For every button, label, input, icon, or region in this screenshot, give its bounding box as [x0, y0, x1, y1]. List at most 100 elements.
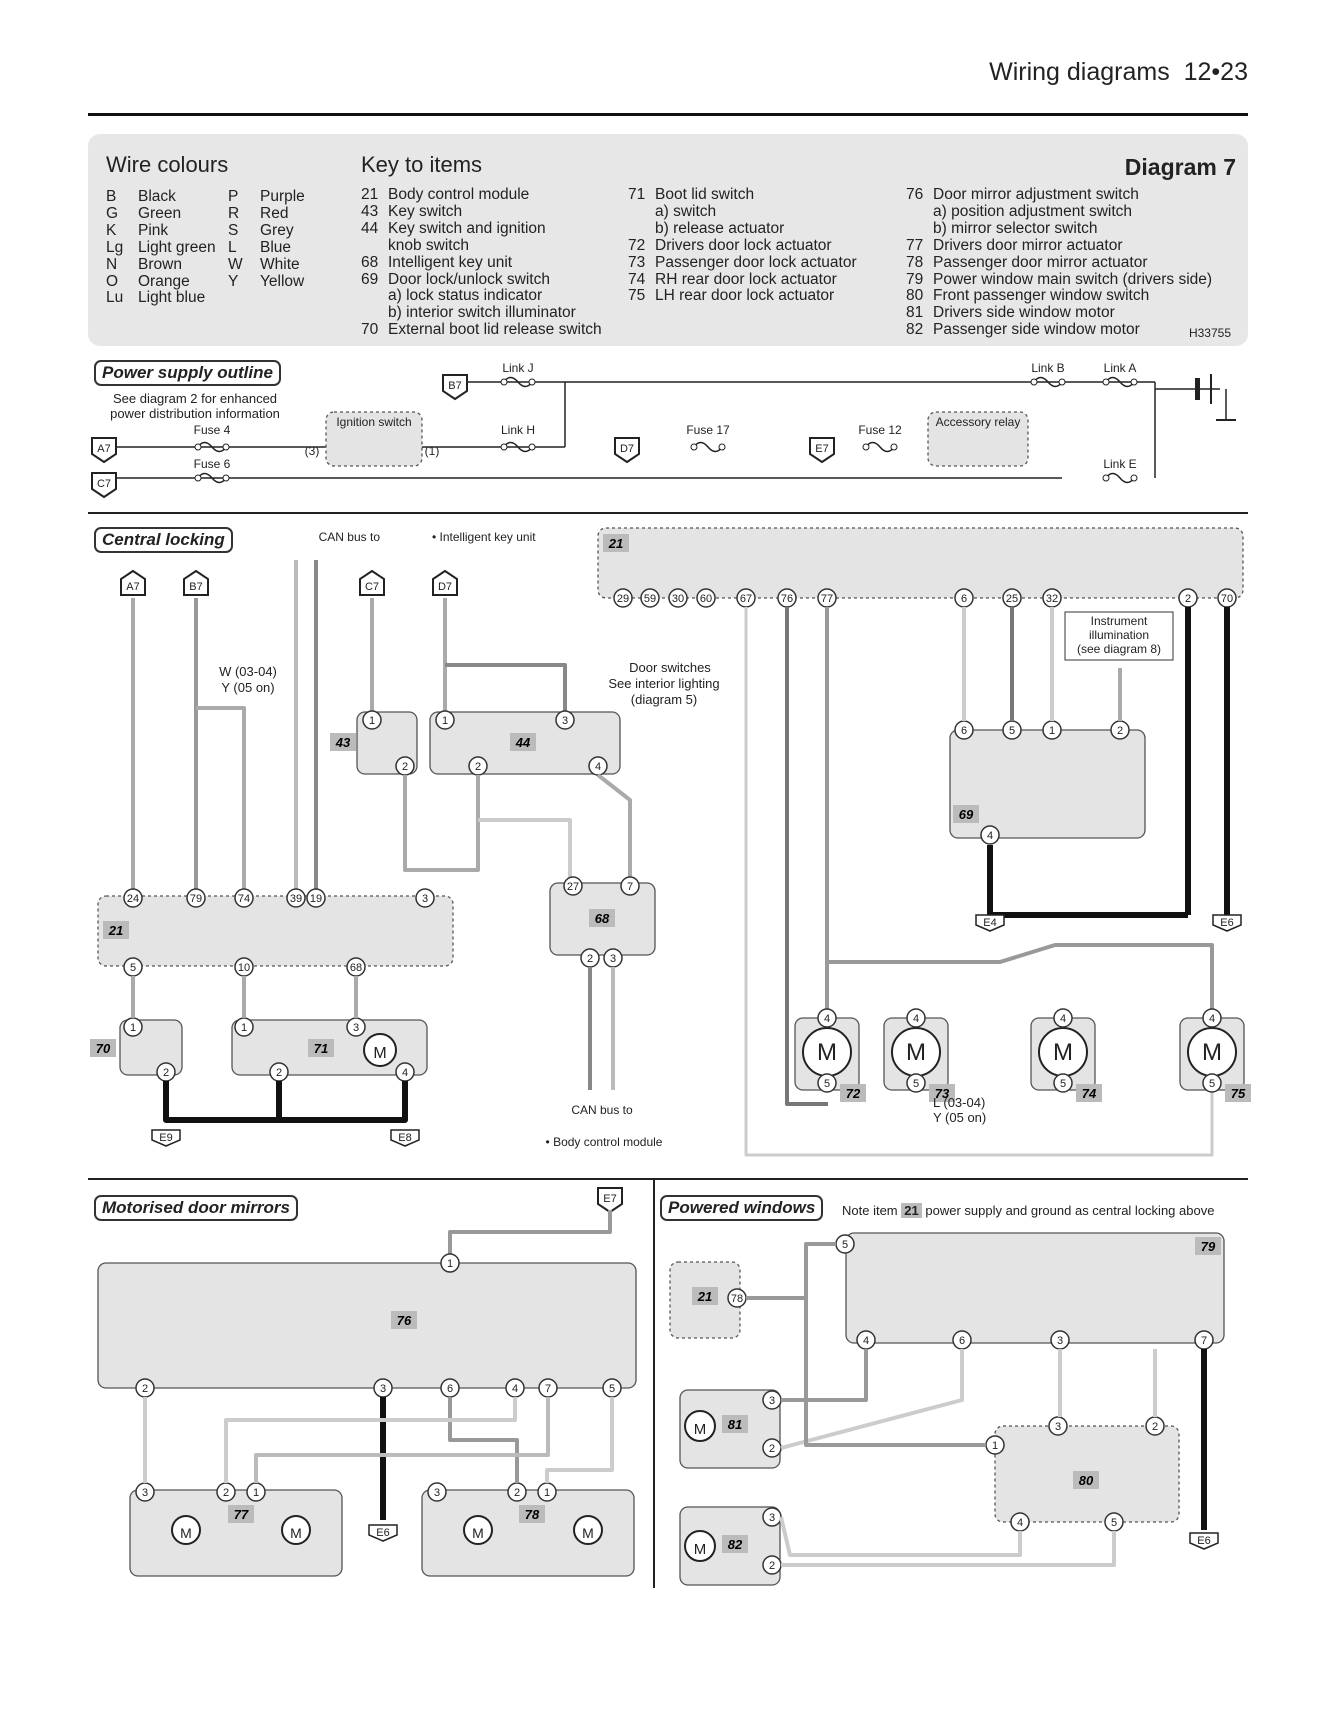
accessory-relay-box: [927, 411, 1029, 467]
connector-tag: [809, 437, 835, 464]
pin-number: 1: [369, 715, 375, 727]
fuse-end: [1130, 474, 1138, 482]
key-title: Key to items: [361, 152, 483, 177]
pin-number: 19: [310, 893, 322, 905]
item-number-bg: [840, 1084, 866, 1102]
wire-l-mirror: [448, 1210, 612, 1263]
item-number-bg: [929, 1084, 955, 1102]
fuse-end: [1030, 378, 1038, 386]
pin-number: 76: [781, 593, 793, 605]
ignition-switch-label: Ignition switch: [336, 415, 411, 429]
pin-circle: [668, 588, 688, 608]
pin-number: 4: [1017, 1517, 1023, 1529]
pin-number: 29: [617, 593, 629, 605]
pin-number: 4: [1060, 1013, 1066, 1025]
motor-letter: M: [180, 1525, 192, 1541]
item-number: 21: [697, 1289, 712, 1304]
fuse-end: [194, 474, 202, 482]
item-number-bg: [953, 805, 979, 823]
pin-circle: [362, 710, 382, 730]
item-number: 68: [595, 911, 610, 926]
fuse-symbol: [197, 441, 227, 453]
pin-number: 5: [842, 1239, 848, 1251]
key-entry: a) switch: [655, 202, 717, 220]
instrument-note: illumination: [1089, 628, 1149, 642]
fuse-end: [500, 378, 508, 386]
pin-circle: [286, 888, 306, 908]
battery-plate: [1195, 378, 1200, 400]
fuse-end: [718, 443, 726, 451]
link-label: Link H: [501, 423, 535, 437]
item-number: 21: [608, 536, 623, 551]
pin-number: 3: [142, 1487, 148, 1499]
connector-label: B7: [448, 380, 461, 392]
pin-circle: [435, 710, 455, 730]
wire-r-window: [746, 1242, 836, 1300]
pin-number: 4: [863, 1335, 869, 1347]
windows-note-item: 21: [901, 1203, 922, 1218]
item-number-bg: [391, 1311, 417, 1329]
windows-label: Powered windows: [660, 1195, 824, 1221]
connector-label: A7: [97, 443, 110, 455]
key-entry: b) interior switch illuminator: [388, 304, 576, 322]
connector-tag: [442, 374, 468, 401]
item-number: 73: [935, 1086, 950, 1101]
pin-number: 4: [824, 1013, 830, 1025]
pin-circle: [620, 876, 640, 896]
item-number-bg: [228, 1505, 254, 1523]
instrument-illumination-box: [1064, 611, 1174, 661]
pin-number: 4: [1209, 1013, 1215, 1025]
pin-circle: [306, 888, 326, 908]
motor-symbol: [363, 1033, 397, 1067]
can-bus-label: • Intelligent key unit: [432, 530, 536, 544]
connector-tag: [183, 569, 209, 596]
central-locking-label: Central locking: [94, 527, 233, 553]
pin-circle: [613, 588, 633, 608]
ground-label: E8: [398, 1132, 411, 1144]
header-rule: [88, 113, 1248, 116]
ground-symbol: [975, 914, 1005, 932]
item-number-bg: [722, 1415, 748, 1433]
wire-note: Y (05 on): [221, 680, 274, 695]
windows-note: Note item 21 power supply and ground as …: [842, 1203, 1214, 1218]
fuse-symbol: [1105, 472, 1135, 484]
item-number: 77: [234, 1507, 249, 1522]
motor-symbol: [684, 1530, 716, 1562]
item-number: 44: [515, 735, 531, 750]
connector-tag: [597, 1187, 623, 1214]
pin-number: 6: [961, 593, 967, 605]
motor-symbol: [463, 1515, 493, 1545]
battery-plate: [1210, 374, 1212, 404]
ground-label: E6: [376, 1527, 389, 1539]
section-divider-2: [88, 1178, 1248, 1180]
motor-symbol: [171, 1515, 201, 1545]
pin-circle: [817, 1073, 837, 1093]
fuse-end: [1102, 474, 1110, 482]
pin-number: 4: [913, 1013, 919, 1025]
key-entry: a) lock status indicator: [388, 287, 543, 305]
pin-number: 3: [769, 1512, 775, 1524]
fuse-end: [194, 443, 202, 451]
item-number-bg: [1073, 1471, 1099, 1489]
item-number: 70: [96, 1041, 111, 1056]
wire-note: L (03-04): [933, 1095, 985, 1110]
pin-number: 6: [959, 1335, 965, 1347]
motor-symbol: [281, 1515, 311, 1545]
pin-number: 4: [987, 830, 993, 842]
pin-number: 78: [731, 1293, 743, 1305]
wire-k: [224, 1397, 517, 1483]
passenger-mirror-actuator-box: [421, 1489, 635, 1577]
pin-number: 1: [447, 1258, 453, 1270]
item-number-bg: [1195, 1237, 1221, 1255]
ground-label: E6: [1220, 917, 1233, 929]
